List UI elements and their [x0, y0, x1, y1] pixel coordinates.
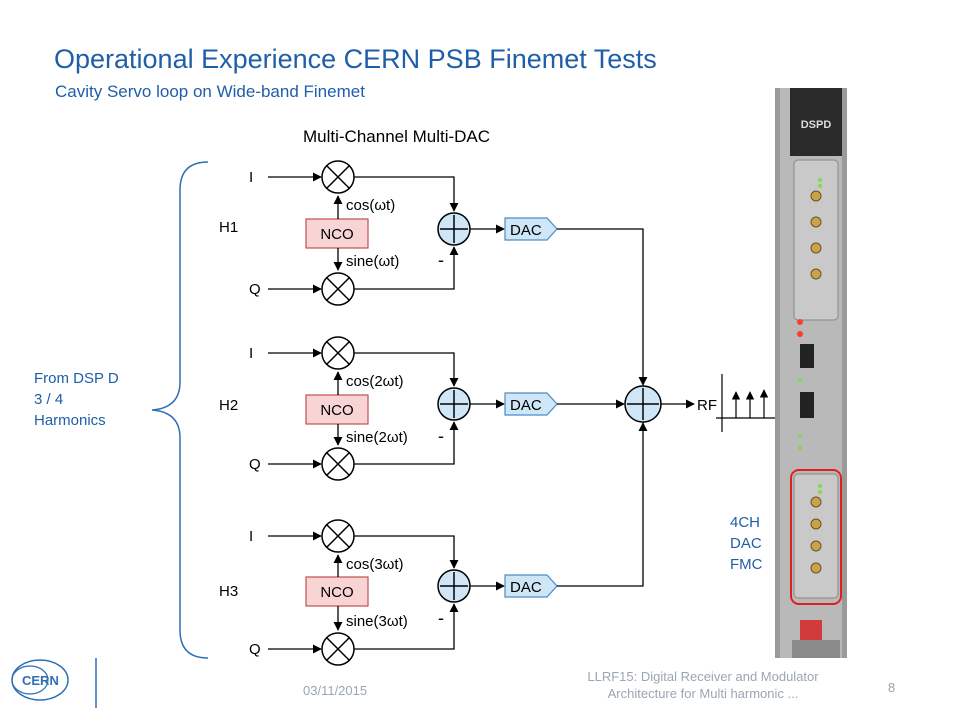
channel-h3-nco-label: NCO	[320, 584, 353, 601]
svg-text:CERN: CERN	[22, 673, 59, 688]
channel-h2-multiplier-i	[321, 336, 355, 370]
input-source-line-2: 3 / 4	[34, 391, 64, 408]
input-source-label: From DSP D 3 / 4 Harmonics	[34, 368, 119, 431]
fmc-label: 4CH DAC FMC	[730, 512, 763, 575]
fmc-label-line-3: FMC	[730, 556, 763, 573]
page-number: 8	[888, 680, 896, 695]
input-source-line-1: From DSP D	[34, 370, 119, 387]
final-summer	[624, 385, 662, 423]
fmc-label-line-1: 4CH	[730, 514, 761, 531]
channel-h1-multiplier-q	[321, 272, 355, 306]
channel-h1-dac-box	[504, 217, 558, 241]
channel-h2-dac-label: DAC	[510, 397, 542, 414]
channel-h3-minus: -	[438, 608, 444, 628]
page-subtitle: Cavity Servo loop on Wide-band Finemet	[55, 82, 365, 101]
input-brace	[151, 161, 209, 659]
channel-h3-sin-path	[354, 603, 459, 650]
channel-h1-nco-label: NCO	[320, 226, 353, 243]
channel-h3-i-label: I	[249, 528, 253, 545]
channel-h2-nco-label: NCO	[320, 402, 353, 419]
channel-h2-cos-label: cos(2ωt)	[346, 373, 404, 390]
channel-h2-minus: -	[438, 426, 444, 446]
cern-logo: CERN	[11, 659, 69, 701]
channel-h2-q-label: Q	[249, 456, 261, 473]
channel-h1-sin-label: sine(ωt)	[346, 253, 399, 270]
channel-h3-q-label: Q	[249, 641, 261, 658]
channel-h2-nco-box	[305, 394, 369, 425]
footer-date: 03/11/2015	[303, 683, 368, 698]
channel-h3-sin-label: sine(3ωt)	[346, 613, 408, 630]
channel-h3-dac-box	[504, 574, 558, 598]
channel-h3-summer	[437, 569, 471, 603]
channel-h1-multiplier-i	[321, 160, 355, 194]
channel-h3-name: H3	[219, 583, 238, 600]
channel-h1-name: H1	[219, 219, 238, 236]
footer-note-line-2: Architecture for Multi harmonic ...	[607, 686, 799, 701]
channel-h2: I Q H2 NCO cos(2ωt) sine(2ωt) - DA	[219, 336, 625, 481]
channel-h3-cos-path	[354, 535, 459, 569]
footer-note: LLRF15: Digital Receiver and Modulator A…	[566, 668, 840, 702]
input-source-line-3: Harmonics	[34, 412, 106, 429]
footer-note-line-1: LLRF15: Digital Receiver and Modulator	[587, 669, 819, 684]
channel-h2-i-label: I	[249, 345, 253, 362]
page-title: Operational Experience CERN PSB Finemet …	[54, 44, 657, 74]
channel-h1-q-label: Q	[249, 281, 261, 298]
channel-h1: I Q H1 NCO cos(ωt) sine(ωt) - DAC	[219, 160, 648, 386]
channel-h1-minus: -	[438, 250, 444, 270]
channel-h1-nco-box	[305, 218, 369, 249]
channel-h2-summer	[437, 387, 471, 421]
channel-h1-cos-label: cos(ωt)	[346, 197, 395, 214]
channel-h3-nco-box	[305, 576, 369, 607]
channel-h3-cos-label: cos(3ωt)	[346, 556, 404, 573]
fmc-label-line-2: DAC	[730, 535, 762, 552]
channel-h3-output-path	[557, 422, 648, 587]
channel-h3-multiplier-i	[321, 519, 355, 553]
channel-h2-cos-path	[354, 352, 459, 387]
channel-h3-dac-label: DAC	[510, 579, 542, 596]
channel-h1-cos-path	[354, 176, 459, 212]
channel-h1-sin-path	[354, 246, 459, 290]
rf-label: RF	[697, 397, 717, 414]
channel-h2-dac-box	[504, 392, 558, 416]
channel-h1-output-path	[557, 228, 648, 386]
rf-spectrum-icon	[716, 374, 780, 432]
fmc-highlight	[790, 469, 842, 605]
diagram-heading: Multi-Channel Multi-DAC	[303, 127, 490, 146]
channel-h3: I Q H3 NCO cos(3ωt) sine(3ωt) - DA	[219, 422, 648, 666]
channel-h2-name: H2	[219, 397, 238, 414]
channel-h2-multiplier-q	[321, 447, 355, 481]
board-label: DSPD	[801, 119, 832, 131]
channel-h1-summer	[437, 212, 471, 246]
channel-h2-sin-path	[354, 421, 459, 465]
channel-h1-i-label: I	[249, 169, 253, 186]
channel-h1-dac-label: DAC	[510, 222, 542, 239]
channel-h2-sin-label: sine(2ωt)	[346, 429, 408, 446]
channel-h3-multiplier-q	[321, 632, 355, 666]
dspd-board-image: DSPD	[775, 88, 847, 658]
